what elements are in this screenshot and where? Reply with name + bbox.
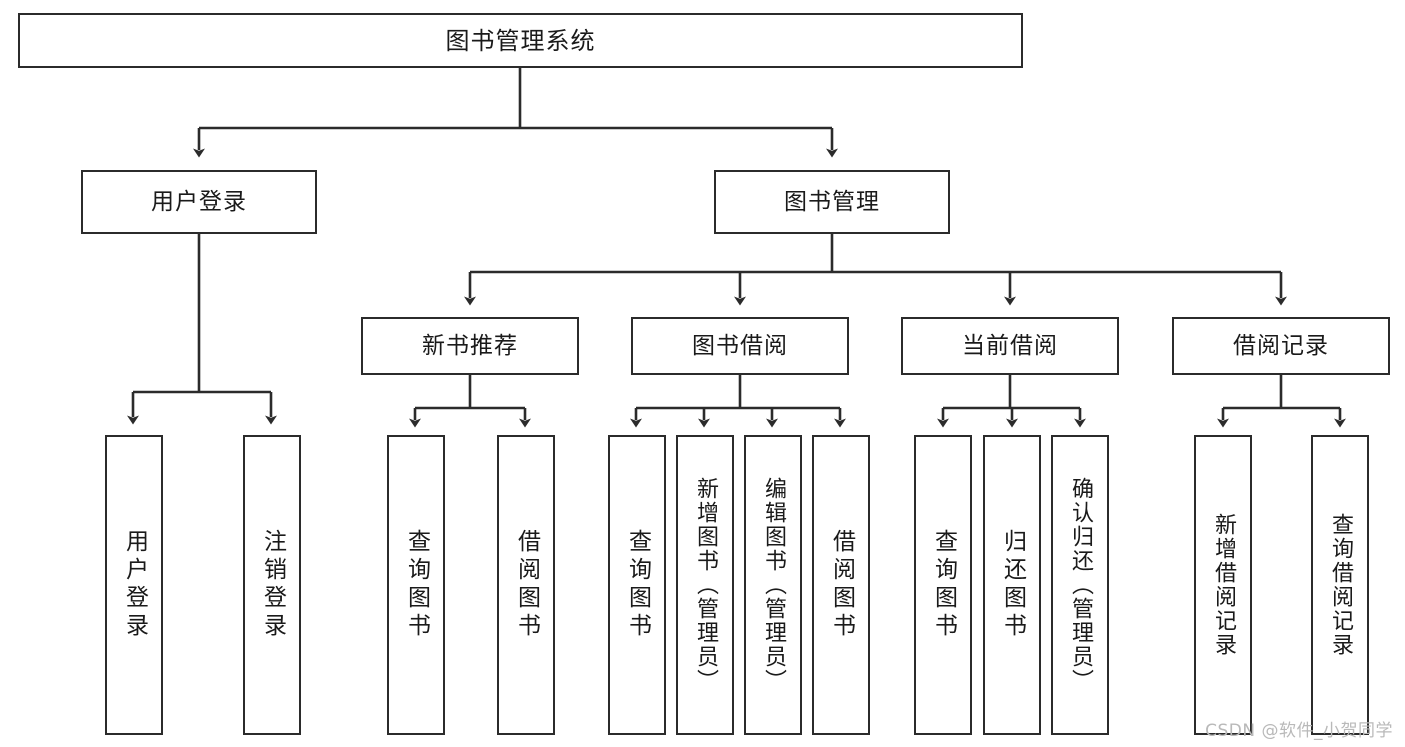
leaf-rec-search-label: 查询借阅记录 [1328,513,1353,657]
leaf-borrow-edit[interactable]: 编辑图书（管理员） [744,435,802,735]
leaf-user-logout[interactable]: 注销登录 [243,435,301,735]
node-user-login[interactable]: 用户登录 [81,170,317,234]
leaf-cur-query-label: 查询图书 [930,529,957,641]
leaf-rec-borrow-label: 借阅图书 [513,529,540,641]
node-book-manage[interactable]: 图书管理 [714,170,950,234]
node-new-book-rec[interactable]: 新书推荐 [361,317,579,375]
node-book-borrow[interactable]: 图书借阅 [631,317,849,375]
leaf-rec-add[interactable]: 新增借阅记录 [1194,435,1252,735]
node-book-manage-label: 图书管理 [784,188,880,215]
leaf-rec-borrow[interactable]: 借阅图书 [497,435,555,735]
leaf-borrow-query[interactable]: 查询图书 [608,435,666,735]
node-root-label: 图书管理系统 [445,26,596,55]
leaf-borrow-add[interactable]: 新增图书（管理员） [676,435,734,735]
node-current-borrow-label: 当前借阅 [962,332,1058,359]
leaf-borrow-add-label: 新增图书（管理员） [693,477,718,693]
leaf-cur-return[interactable]: 归还图书 [983,435,1041,735]
leaf-user-login-label: 用户登录 [121,529,148,641]
node-borrow-record[interactable]: 借阅记录 [1172,317,1390,375]
node-book-borrow-label: 图书借阅 [692,332,788,359]
leaf-borrow-query-label: 查询图书 [624,529,651,641]
csdn-watermark: CSDN @软件_小贺同学 [1205,721,1393,741]
leaf-rec-search[interactable]: 查询借阅记录 [1311,435,1369,735]
node-new-book-rec-label: 新书推荐 [422,332,518,359]
leaf-user-login[interactable]: 用户登录 [105,435,163,735]
leaf-rec-query[interactable]: 查询图书 [387,435,445,735]
node-user-login-label: 用户登录 [151,188,247,215]
leaf-user-logout-label: 注销登录 [259,529,286,641]
leaf-cur-confirm-label: 确认归还（管理员） [1068,477,1093,693]
node-borrow-record-label: 借阅记录 [1233,332,1329,359]
node-root[interactable]: 图书管理系统 [18,13,1023,68]
leaf-cur-return-label: 归还图书 [999,529,1026,641]
leaf-borrow-lend-label: 借阅图书 [828,529,855,641]
leaf-borrow-lend[interactable]: 借阅图书 [812,435,870,735]
leaf-cur-query[interactable]: 查询图书 [914,435,972,735]
node-current-borrow[interactable]: 当前借阅 [901,317,1119,375]
leaf-rec-query-label: 查询图书 [403,529,430,641]
leaf-cur-confirm[interactable]: 确认归还（管理员） [1051,435,1109,735]
leaf-borrow-edit-label: 编辑图书（管理员） [761,477,786,693]
leaf-rec-add-label: 新增借阅记录 [1211,513,1236,657]
